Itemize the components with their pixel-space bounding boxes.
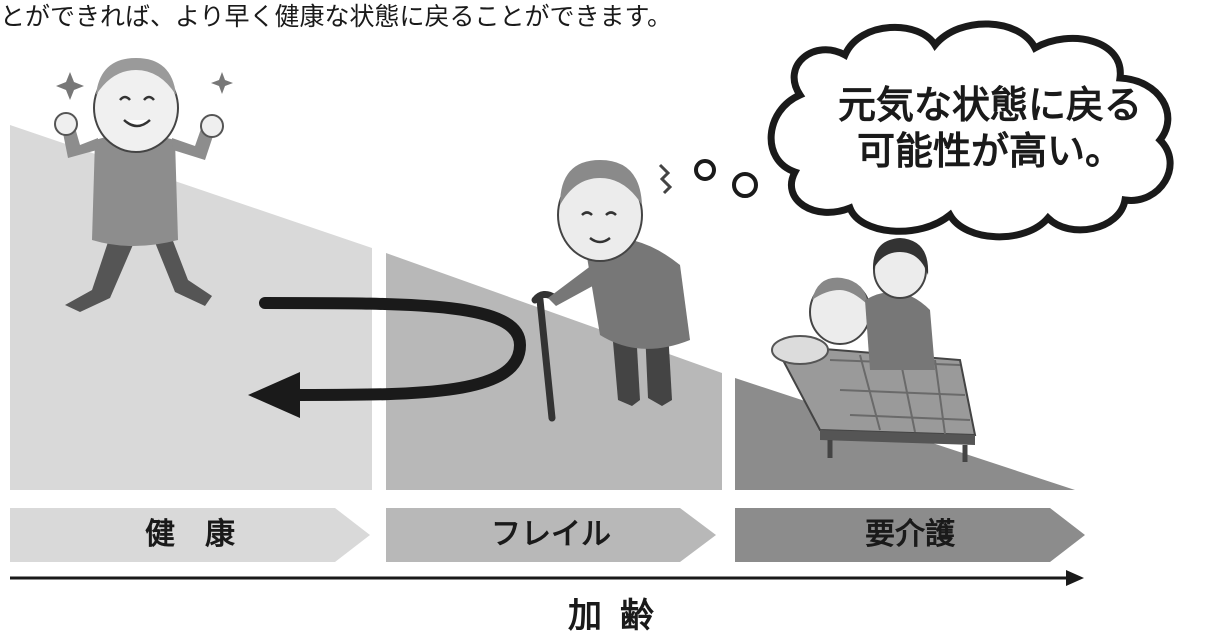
stage-label-frail: フレイル	[491, 517, 611, 552]
chevron-healthy	[10, 508, 370, 562]
sparkle-icon	[56, 72, 84, 100]
stage-label-care: 要介護	[865, 517, 955, 552]
care-illustration	[771, 238, 977, 462]
thought-bubble	[694, 20, 1174, 241]
sparkle-icon	[211, 72, 233, 94]
intro-sentence: とができれば、より早く健康な状態に戻ることができます。	[0, 2, 673, 31]
thought-bubble-text: 元気な状態に戻る 可能性が高い。	[790, 82, 1190, 174]
chevron-frail	[386, 508, 716, 562]
cloud-shape	[767, 20, 1174, 241]
aging-axis	[10, 570, 1084, 586]
healthy-elder-illustration	[54, 58, 233, 312]
chevron-care	[735, 508, 1085, 562]
cane-icon	[536, 296, 556, 422]
thought-line-1: 元気な状態に戻る	[837, 83, 1142, 127]
stage-chevrons	[10, 508, 1085, 562]
thought-line-2: 可能性が高い。	[856, 129, 1123, 173]
axis-label-aging: 加齢	[568, 596, 672, 636]
return-arrow	[248, 297, 527, 418]
pain-mark-icon	[658, 163, 673, 195]
stage-label-healthy: 健 康	[145, 517, 235, 552]
frail-elder-illustration	[531, 160, 690, 422]
axis-arrowhead-icon	[1066, 570, 1084, 586]
